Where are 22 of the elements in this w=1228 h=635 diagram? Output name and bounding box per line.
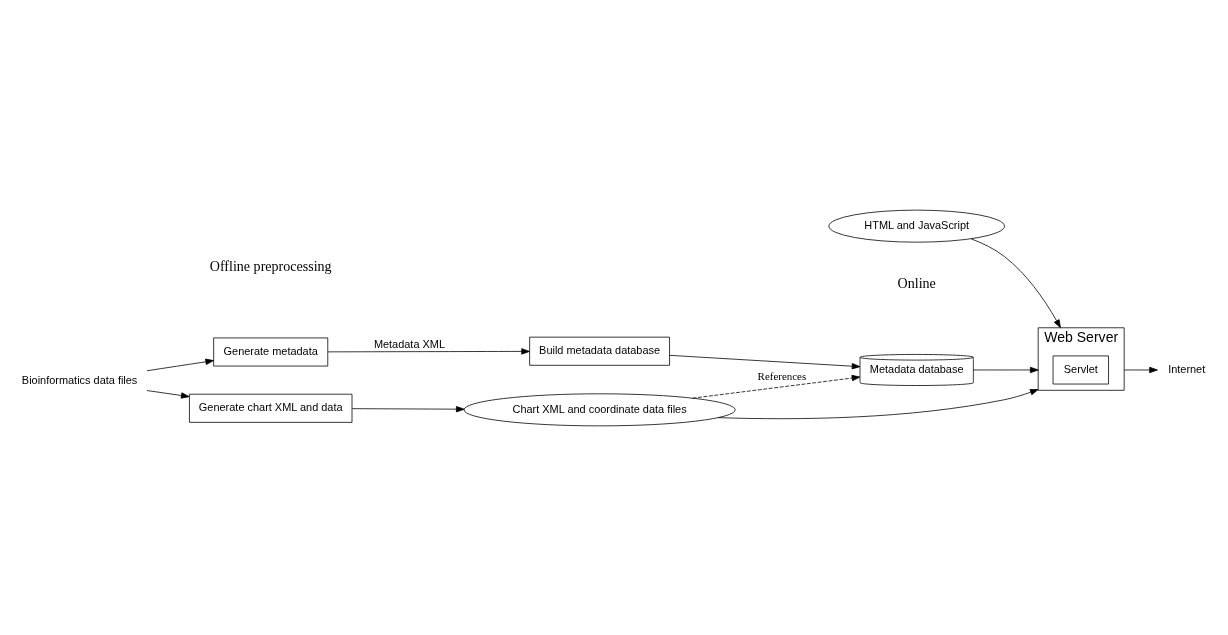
arrow bbox=[970, 237, 1061, 328]
node-box: Generate chart XML and data bbox=[189, 393, 353, 423]
arrow bbox=[1123, 366, 1158, 373]
edge-label: Metadata XML bbox=[373, 337, 446, 350]
arrow bbox=[669, 354, 861, 369]
node-text: Bioinformatics data files bbox=[21, 373, 138, 386]
arrow bbox=[717, 388, 1039, 419]
edge-label: References bbox=[757, 369, 807, 382]
node-box: Generate metadata bbox=[213, 337, 329, 366]
label: Offline preprocessing bbox=[209, 257, 332, 274]
arrow bbox=[327, 347, 530, 355]
label: Online bbox=[897, 274, 936, 291]
arrow bbox=[973, 366, 1039, 373]
arrow bbox=[692, 374, 861, 399]
node-ellipse: HTML and JavaScript bbox=[828, 209, 1005, 243]
node-text: Internet bbox=[1168, 362, 1206, 375]
node-box: Servlet bbox=[1052, 355, 1109, 384]
node-ellipse: Chart XML and coordinate data files bbox=[463, 392, 736, 426]
arrow bbox=[351, 405, 465, 412]
arrow bbox=[146, 358, 214, 371]
arrow bbox=[146, 389, 190, 399]
node-box: Build metadata database bbox=[529, 336, 670, 366]
